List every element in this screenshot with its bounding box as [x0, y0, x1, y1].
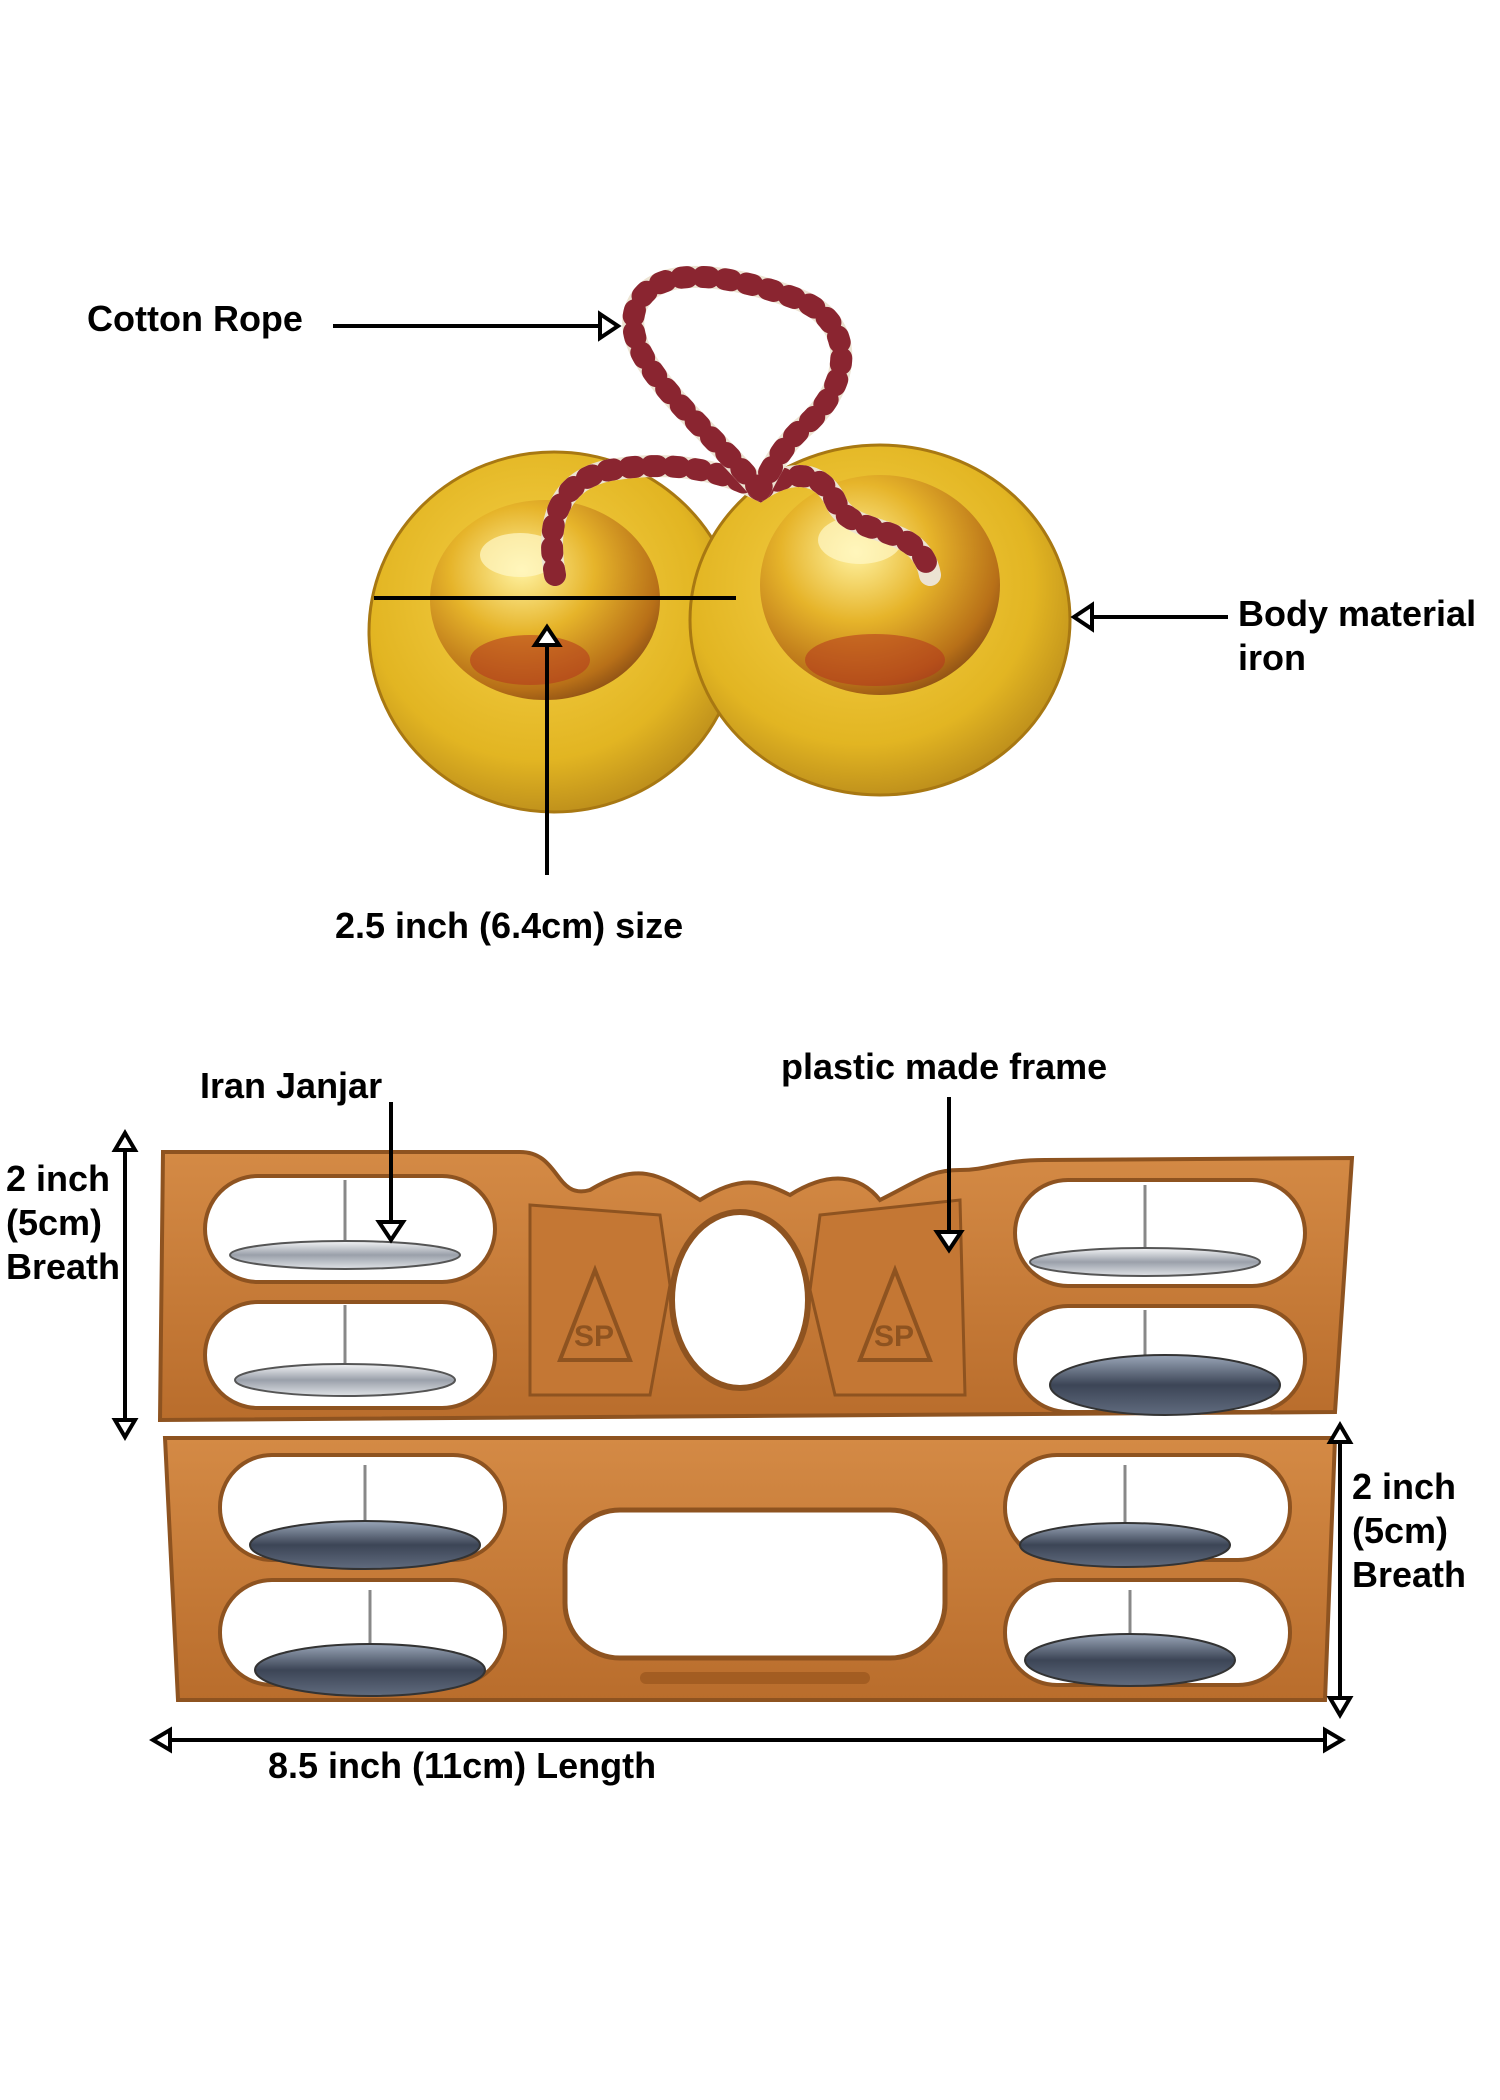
breath-right-line2: (5cm): [1352, 1510, 1449, 1551]
logo-left: SP: [574, 1320, 615, 1353]
cymbal-size-arrow: [531, 623, 563, 875]
length-label: 8.5 inch (11cm) Length: [268, 1745, 657, 1786]
plastic-frame-arrow: [933, 1097, 965, 1254]
plastic-frame-label: plastic made frame: [781, 1046, 1108, 1087]
breath-left-label: 2 inch (5cm) Breath: [6, 1157, 120, 1289]
breath-left-line3: Breath: [6, 1246, 121, 1287]
body-material-label-line1: Body material: [1238, 593, 1477, 634]
cotton-rope-arrow: [333, 310, 622, 342]
breath-right-dimension: [1326, 1421, 1354, 1719]
finger-cymbals: [367, 265, 1072, 814]
iran-janjar-arrow: [375, 1102, 407, 1244]
cymbal-size-label: 2.5 inch (6.4cm) size: [335, 905, 684, 946]
breath-right-line1: 2 inch: [1352, 1466, 1457, 1507]
breath-right-line3: Breath: [1352, 1554, 1467, 1595]
frame-bottom: [162, 1436, 1338, 1702]
iran-janjar-label: Iran Janjar: [200, 1065, 383, 1106]
breath-left-dimension: [111, 1129, 139, 1441]
frame-top: [157, 1150, 1355, 1423]
body-material-label: Body material iron: [1238, 592, 1476, 680]
logo-right: SP: [874, 1320, 915, 1353]
body-material-arrow: [1070, 601, 1228, 633]
length-dimension: [149, 1726, 1346, 1754]
plastic-frames: [157, 1150, 1355, 1702]
annotation-lines: [111, 310, 1354, 1754]
cotton-rope: [541, 265, 941, 586]
breath-left-line2: (5cm): [6, 1202, 103, 1243]
cotton-rope-label: Cotton Rope: [87, 298, 303, 339]
breath-right-label: 2 inch (5cm) Breath: [1352, 1465, 1466, 1597]
breath-left-line1: 2 inch: [6, 1158, 111, 1199]
cymbal-right: [688, 443, 1072, 797]
body-material-label-line2: iron: [1238, 637, 1306, 678]
